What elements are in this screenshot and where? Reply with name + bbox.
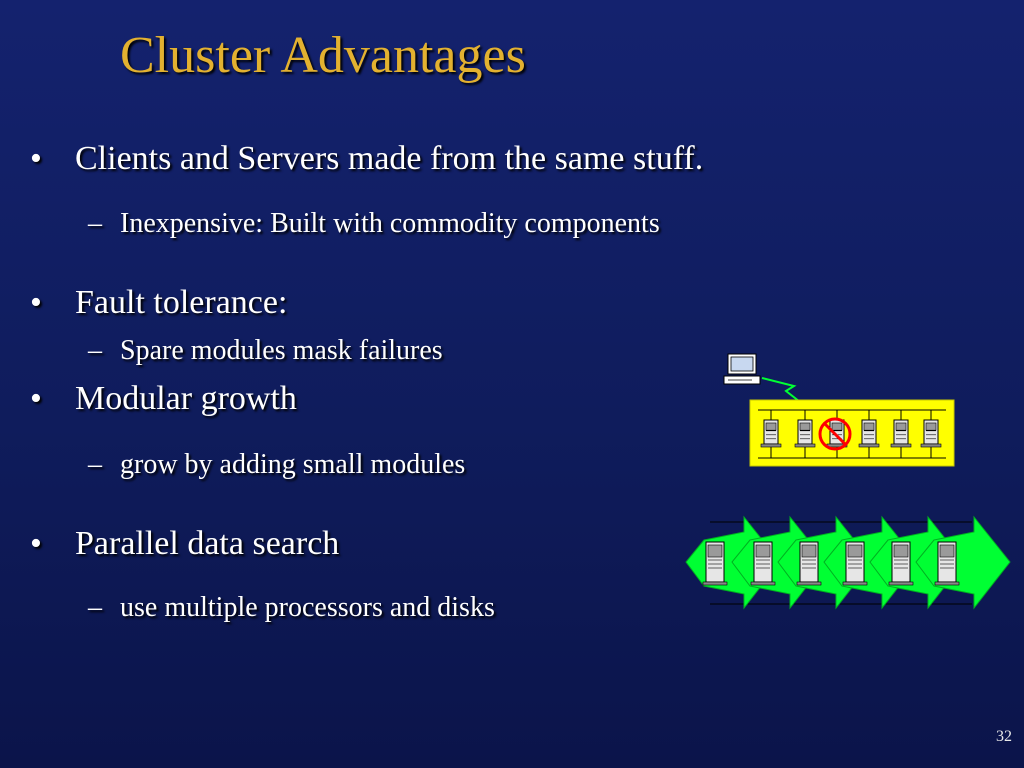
sub-bullet-glyph: – bbox=[88, 208, 102, 239]
sub-bullet-inexpensive: –Inexpensive: Built with commodity compo… bbox=[88, 208, 660, 240]
server-icon bbox=[888, 541, 914, 586]
bullet-glyph: • bbox=[30, 525, 42, 562]
bullet-glyph: • bbox=[30, 380, 42, 417]
sub-bullet-glyph: – bbox=[88, 592, 102, 623]
client-computer-icon bbox=[723, 353, 761, 385]
bullet-parallel-search: • Parallel data search bbox=[30, 525, 339, 563]
server-icon bbox=[842, 541, 868, 586]
parallel-search-cluster bbox=[685, 515, 1011, 610]
server-icon bbox=[890, 419, 912, 448]
bullet-text: Fault tolerance: bbox=[75, 284, 288, 321]
sub-bullet-multiple-processors: –use multiple processors and disks bbox=[88, 592, 495, 624]
server-icon bbox=[858, 419, 880, 448]
sub-bullet-spare-modules: –Spare modules mask failures bbox=[88, 335, 443, 367]
bullet-glyph: • bbox=[30, 140, 42, 177]
slide-title: Cluster Advantages bbox=[120, 27, 526, 84]
bullet-modular-growth: • Modular growth bbox=[30, 380, 297, 418]
sub-bullet-glyph: – bbox=[88, 335, 102, 366]
page-number: 32 bbox=[996, 728, 1012, 745]
bullet-glyph: • bbox=[30, 284, 42, 321]
sub-bullet-grow: –grow by adding small modules bbox=[88, 449, 465, 481]
bullet-text: Modular growth bbox=[75, 380, 297, 417]
server-icon bbox=[794, 419, 816, 448]
sub-bullet-text: use multiple processors and disks bbox=[120, 592, 495, 623]
server-icon bbox=[796, 541, 822, 586]
bullet-text: Parallel data search bbox=[75, 525, 340, 562]
fault-tolerant-cluster-panel bbox=[749, 399, 955, 467]
failed-node-icon bbox=[818, 417, 852, 451]
sub-bullet-text: Inexpensive: Built with commodity compon… bbox=[120, 208, 660, 239]
server-icon bbox=[934, 541, 960, 586]
sub-bullet-text: grow by adding small modules bbox=[120, 449, 466, 480]
server-icon bbox=[702, 541, 728, 586]
bullet-clients-servers: • Clients and Servers made from the same … bbox=[30, 140, 703, 178]
server-icon bbox=[750, 541, 776, 586]
bullet-fault-tolerance: • Fault tolerance: bbox=[30, 284, 287, 322]
server-icon bbox=[760, 419, 782, 448]
server-icon bbox=[920, 419, 942, 448]
bullet-text: Clients and Servers made from the same s… bbox=[75, 140, 704, 177]
sub-bullet-text: Spare modules mask failures bbox=[120, 335, 443, 366]
sub-bullet-glyph: – bbox=[88, 449, 102, 480]
